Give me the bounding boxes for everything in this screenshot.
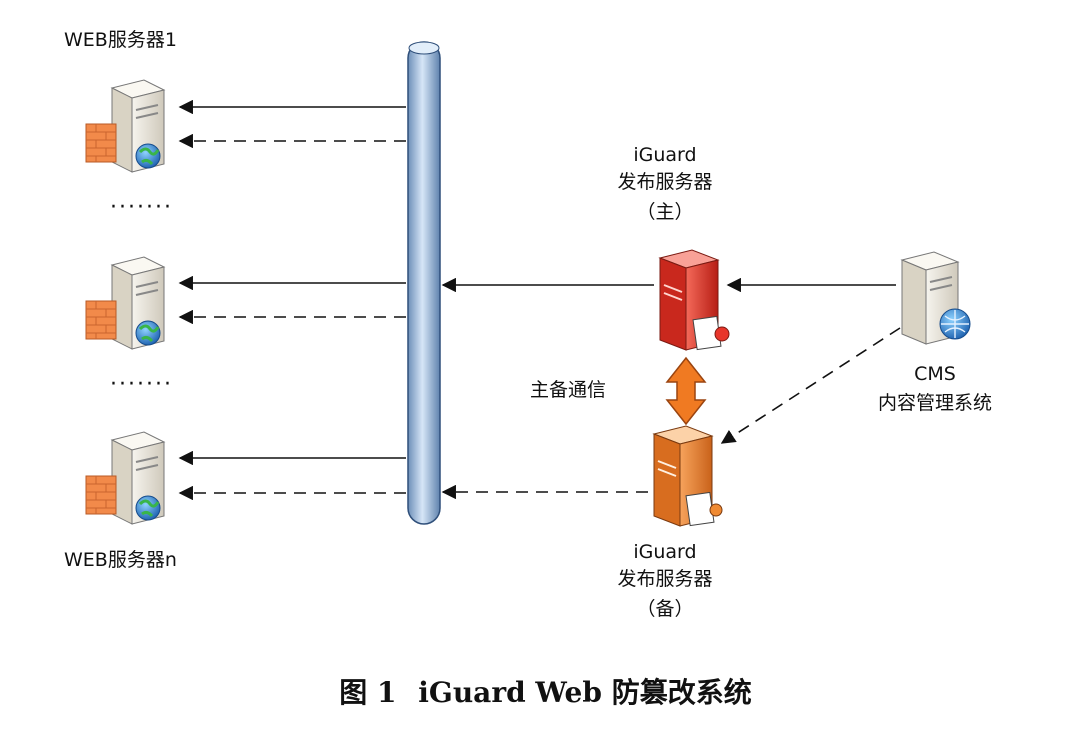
web-server-n-icon [84, 430, 166, 526]
web-server-n-label: WEB服务器n [64, 549, 177, 571]
iguard-backup-label-line3: （备） [636, 598, 694, 620]
iguard-backup-label-line1: iGuard [633, 541, 697, 563]
web-server-1-icon [84, 78, 166, 174]
iguard-backup-label-line2: 发布服务器 [617, 568, 713, 590]
iguard-backup-server-icon [652, 425, 723, 527]
figure-title: iGuard Web 防篡改系统 [418, 676, 752, 709]
heartbeat-double-arrow [665, 356, 707, 426]
figure-number: 图 1 [339, 676, 397, 709]
heartbeat-label: 主备通信 [530, 379, 607, 401]
iguard-primary-label-line1: iGuard [633, 144, 697, 166]
web-server-1-label: WEB服务器1 [64, 29, 177, 51]
web-server-2-icon [84, 255, 166, 351]
iguard-primary-label-line3: （主） [636, 201, 694, 223]
cms-label-line1: CMS [914, 363, 956, 385]
ellipsis-1: ······· [110, 195, 173, 220]
cms-label-line2: 内容管理系统 [877, 392, 992, 414]
figure-caption: 图 1 iGuard Web 防篡改系统 [0, 671, 1091, 711]
network-bus [407, 41, 441, 525]
ellipsis-2: ······· [110, 372, 173, 397]
iguard-primary-server-icon [658, 249, 730, 351]
iguard-primary-label-line2: 发布服务器 [617, 171, 713, 193]
cms-server-icon [900, 251, 971, 345]
bus-to-web-arrows [178, 99, 406, 501]
cms-to-backup-arrow [720, 327, 901, 444]
